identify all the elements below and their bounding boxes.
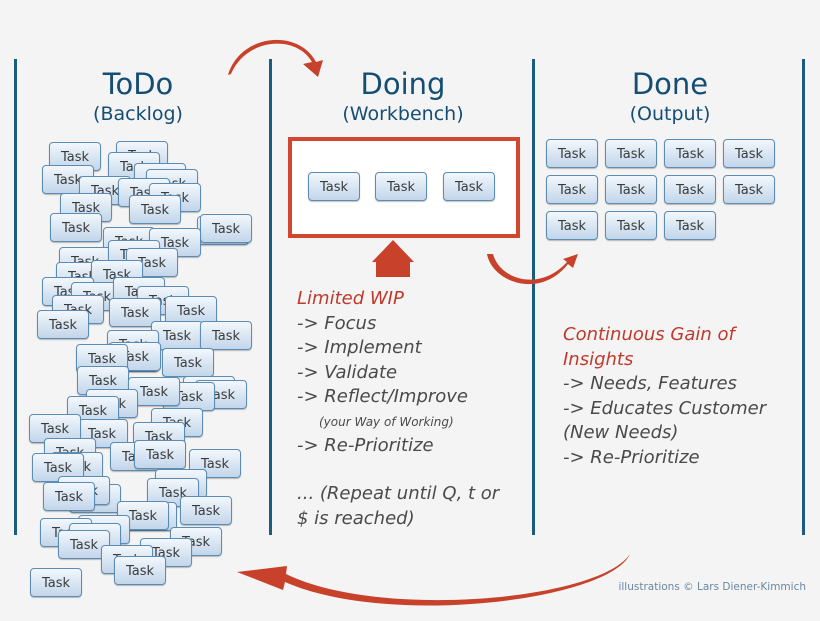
done-note-line: (New Needs) xyxy=(563,422,679,443)
task-card[interactable]: Task xyxy=(129,195,181,224)
doing-note-line: -> Reflect/Improve xyxy=(297,386,469,407)
column-title-done: Done xyxy=(631,67,709,101)
done-to-todo-arrow xyxy=(237,554,630,606)
task-card[interactable]: Task xyxy=(664,211,716,240)
column-title-doing: Doing xyxy=(360,67,446,101)
task-card[interactable]: Task xyxy=(30,568,82,597)
wip-up-arrow xyxy=(372,240,414,277)
task-card[interactable]: Task xyxy=(43,482,95,511)
divider-left xyxy=(14,59,17,535)
task-card[interactable]: Task xyxy=(50,213,102,242)
done-note-line: -> Re-Prioritize xyxy=(563,446,700,468)
column-subtitle-done: (Output) xyxy=(629,103,711,125)
task-card[interactable]: Task xyxy=(180,496,232,525)
done-note-line: -> Educates Customer xyxy=(563,397,767,419)
done-notes-heading-2: Insights xyxy=(563,348,634,370)
task-card[interactable]: Task xyxy=(723,139,775,168)
divider-right xyxy=(802,59,805,535)
column-subtitle-todo: (Backlog) xyxy=(93,103,183,125)
task-card[interactable]: Task xyxy=(37,310,89,339)
task-card[interactable]: Task xyxy=(200,321,252,350)
divider-doing-done xyxy=(532,59,535,535)
done-notes-heading: Continuous Gain of xyxy=(563,324,735,345)
task-card[interactable]: Task xyxy=(605,139,657,168)
doing-note-line: -> Focus xyxy=(297,312,377,334)
task-card[interactable]: Task xyxy=(162,348,214,377)
done-notes: Continuous Gain of Insights -> Needs, Fe… xyxy=(563,323,766,470)
task-card[interactable]: Task xyxy=(664,175,716,204)
doing-note-repeat: ... (Repeat until Q, t or xyxy=(297,483,500,504)
task-card[interactable]: Task xyxy=(664,139,716,168)
task-card[interactable]: Task xyxy=(723,175,775,204)
task-card[interactable]: Task xyxy=(605,211,657,240)
doing-notes-heading: Limited WIP xyxy=(297,288,404,309)
task-card[interactable]: Task xyxy=(443,172,495,201)
doing-note-line: -> Implement xyxy=(297,337,422,358)
task-card[interactable]: Task xyxy=(109,298,161,327)
task-card[interactable]: Task xyxy=(605,175,657,204)
task-card[interactable]: Task xyxy=(200,214,252,243)
doing-note-repeat-2: $ is reached) xyxy=(297,507,415,529)
column-subtitle-doing: (Workbench) xyxy=(342,103,464,125)
divider-todo-doing xyxy=(269,59,272,535)
task-card[interactable]: Task xyxy=(308,172,360,201)
credit: illustrations © Lars Diener-Kimmich xyxy=(618,581,806,593)
doing-note-line: -> Validate xyxy=(297,361,398,383)
task-card[interactable]: Task xyxy=(546,175,598,204)
task-card[interactable]: Task xyxy=(165,296,217,325)
task-card[interactable]: Task xyxy=(114,556,166,585)
doing-note-line: -> Re-Prioritize xyxy=(297,434,434,456)
task-card[interactable]: Task xyxy=(546,211,598,240)
done-note-line: -> Needs, Features xyxy=(563,373,737,394)
task-card[interactable]: Task xyxy=(375,172,427,201)
task-card[interactable]: Task xyxy=(546,139,598,168)
doing-notes: Limited WIP -> Focus -> Implement -> Val… xyxy=(297,287,499,531)
doing-note-aside: (your Way of Working) xyxy=(319,414,454,429)
task-card[interactable]: Task xyxy=(134,440,186,469)
column-title-todo: ToDo xyxy=(102,67,174,101)
